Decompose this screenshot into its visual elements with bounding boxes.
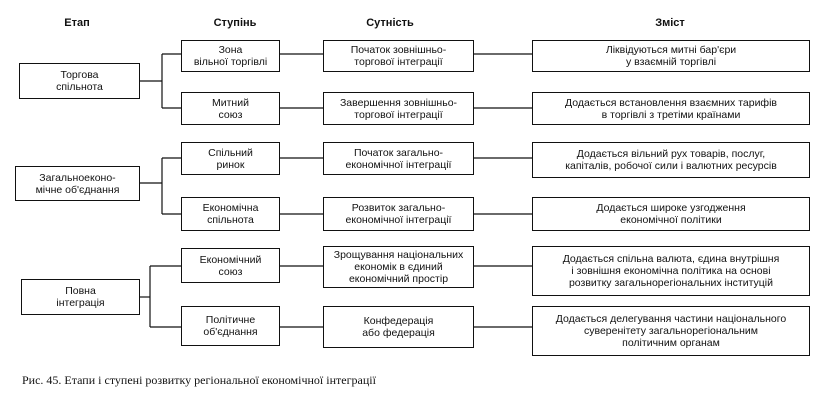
stage-box-economic-union: Загальноеконо- мічне об'єднання [15, 166, 140, 201]
content-box-4: Додається широке узгодження економічної … [532, 197, 810, 231]
degree-box-economic-union: Економічний союз [181, 248, 280, 283]
degree-box-common-market: Спільний ринок [181, 142, 280, 175]
content-box-1: Ліквідуються митні бар'єри у взаємній то… [532, 40, 810, 72]
content-box-2: Додається встановлення взаємних тарифів … [532, 92, 810, 125]
degree-box-political-union: Політичне об'єднання [181, 306, 280, 346]
header-essence: Сутність [366, 17, 414, 29]
header-stage: Етап [64, 17, 90, 29]
essence-box-5: Зрощування національних економік в єдини… [323, 246, 474, 288]
stage-box-full-integration: Повна інтеграція [21, 279, 140, 315]
content-box-6: Додається делегування частини національн… [532, 306, 810, 356]
content-box-3: Додається вільний рух товарів, послуг, к… [532, 142, 810, 178]
essence-box-6: Конфедерація або федерація [323, 306, 474, 348]
degree-box-free-trade-zone: Зона вільної торгівлі [181, 40, 280, 72]
degree-box-economic-community: Економічна спільнота [181, 197, 280, 231]
essence-box-2: Завершення зовнішньо- торгової інтеграці… [323, 92, 474, 125]
header-content: Зміст [655, 17, 685, 29]
stage-box-trade-community: Торгова спільнота [19, 63, 140, 99]
essence-box-1: Початок зовнішньо- торгової інтеграції [323, 40, 474, 72]
degree-box-customs-union: Митний союз [181, 92, 280, 125]
essence-box-4: Розвиток загально- економічної інтеграці… [323, 197, 474, 231]
header-degree: Ступінь [213, 17, 257, 29]
figure-caption: Рис. 45. Етапи і ступені розвитку регіон… [22, 373, 376, 387]
essence-box-3: Початок загально- економічної інтеграції [323, 142, 474, 175]
content-box-5: Додається спільна валюта, єдина внутрішн… [532, 246, 810, 296]
